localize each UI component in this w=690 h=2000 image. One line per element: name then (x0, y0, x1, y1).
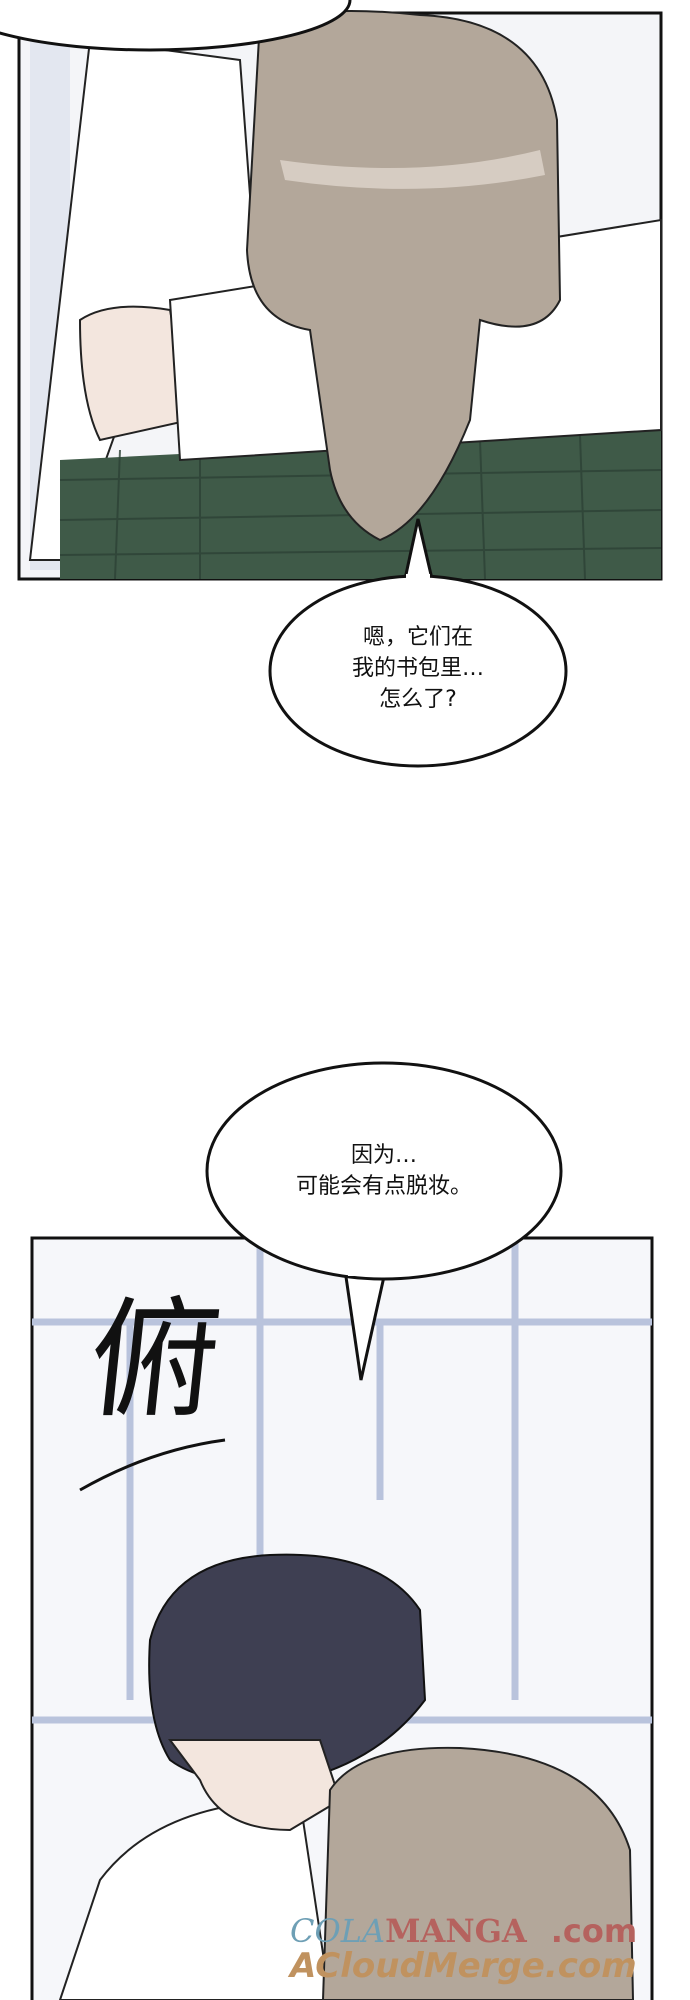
bottom-panel (30, 1236, 654, 2000)
sfx-text: 俯 (82, 1284, 229, 1436)
watermark-acloudmerge: ACloudMerge.com (290, 1946, 637, 1986)
watermark: COLAMANGA .com ACloudMerge.com (290, 1912, 690, 1986)
watermark-com: .com (550, 1912, 638, 1950)
speech-bubble-2 (205, 1061, 563, 1381)
speech-bubble-2-text: 因为… 可能会有点脱妆。 (295, 1143, 472, 1199)
top-panel (0, 0, 663, 581)
speech-bubble-1 (268, 518, 568, 768)
speech-bubble-1-text: 嗯，它们在 我的书包里… 怎么了? (351, 625, 484, 712)
watermark-manga: MANGA (385, 1912, 527, 1950)
watermark-cola: COLA (290, 1912, 386, 1950)
